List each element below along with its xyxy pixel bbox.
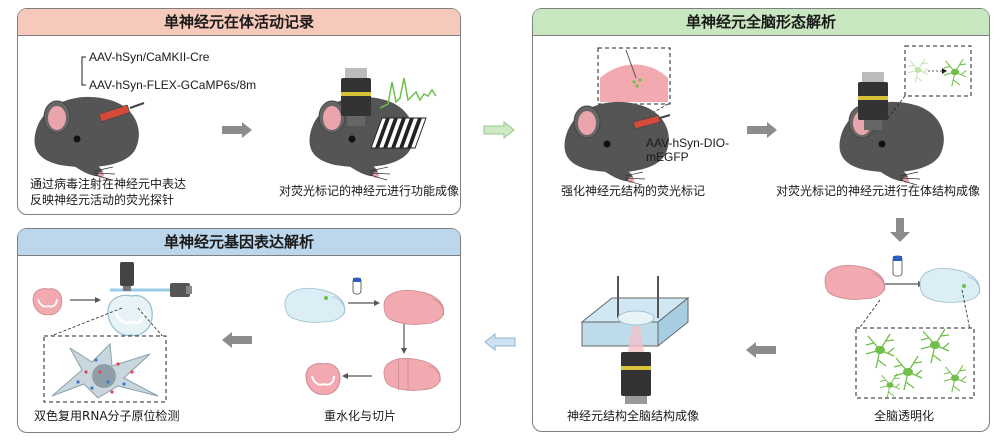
step-caption: 通过病毒注射在神经元中表达 [30,177,187,191]
arrow-right-icon [222,122,252,138]
brain-icon [383,289,445,325]
arrow-left-icon [746,342,776,358]
brain-slice-icon [32,287,63,316]
arrow-down-icon [890,218,910,242]
rna-detection-inset [43,335,167,403]
arrow-left-icon [222,332,252,348]
neuron-inset [887,45,972,119]
cleared-brain-icon [919,267,981,303]
virus-label: mEGFP [646,150,689,164]
visual-stimulus-icon [370,117,427,149]
virus-label: AAV-hSyn-FLEX-GCaMP6s/8m [89,78,257,92]
step-caption: 全脑透明化 [874,409,935,423]
arrow-left-icon [484,332,516,352]
step-caption: 双色复用RNA分子原位检测 [34,409,180,423]
objective-icon [120,262,134,291]
arrow-right-icon [747,122,777,138]
panel-title: 单神经元在体活动记录 [18,9,460,36]
step-caption: 对荧光标记的神经元进行功能成像 [279,184,460,198]
syringe-icon [611,114,671,133]
syringe-icon [74,102,145,129]
brain-slice-icon [107,294,153,337]
panel-title: 单神经元全脑形态解析 [533,9,989,36]
step-caption: 重水化与切片 [324,409,397,423]
virus-label: AAV-hSyn/CaMKII-Cre [89,50,210,64]
sliced-brain-icon [383,357,441,391]
mouse-icon [839,101,945,186]
panel-title: 单神经元基因表达解析 [18,229,460,256]
virus-bracket [81,56,86,86]
step-caption: 强化神经元结构的荧光标记 [561,184,706,198]
imaging-chamber-icon [580,276,690,352]
step-caption: 对荧光标记的神经元进行在体结构成像 [776,184,981,198]
cleared-brain-icon [284,287,346,323]
brain-icon [824,264,886,300]
laser-beam [110,283,192,297]
objective-icon [621,352,651,404]
cleared-neuron-inset [855,327,975,399]
step-caption: 神经元结构全脑结构成像 [567,409,700,423]
virus-label: AAV-hSyn-DIO- [646,136,730,150]
injection-inset [597,47,671,121]
clearing-reagent-icon [885,255,924,287]
step-caption: 反映神经元活动的荧光探针 [30,193,175,207]
calcium-trace [379,77,437,109]
brain-slice-icon [305,362,341,396]
arrow-right-icon [483,120,515,140]
rehydration-reagent-icon [348,277,380,306]
